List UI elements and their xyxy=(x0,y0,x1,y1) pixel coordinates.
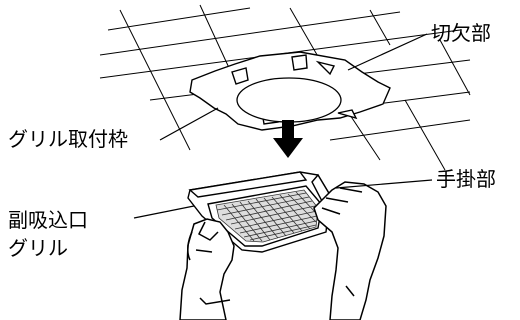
right-hand-icon xyxy=(313,181,387,320)
leader-frame xyxy=(159,107,219,141)
suction-grille-label-line1: 副吸込口 xyxy=(8,208,88,232)
leader-handle xyxy=(335,179,433,189)
down-arrow-icon xyxy=(273,120,303,158)
suction-grille-label-line2: グリル xyxy=(8,236,68,260)
leader-lines xyxy=(133,33,433,219)
leader-notch xyxy=(347,33,428,71)
grille-mesh xyxy=(215,189,319,243)
ceiling-grid xyxy=(99,4,471,171)
leader-grille xyxy=(133,205,195,219)
frame-opening xyxy=(236,77,342,123)
handle-label: 手掛部 xyxy=(436,167,496,191)
notch-label: 切欠部 xyxy=(431,21,491,45)
left-hand-icon xyxy=(179,218,235,320)
grille-frame-label: グリル取付枠 xyxy=(8,127,128,151)
suction-grille-label: 副吸込口 グリル xyxy=(8,206,88,262)
